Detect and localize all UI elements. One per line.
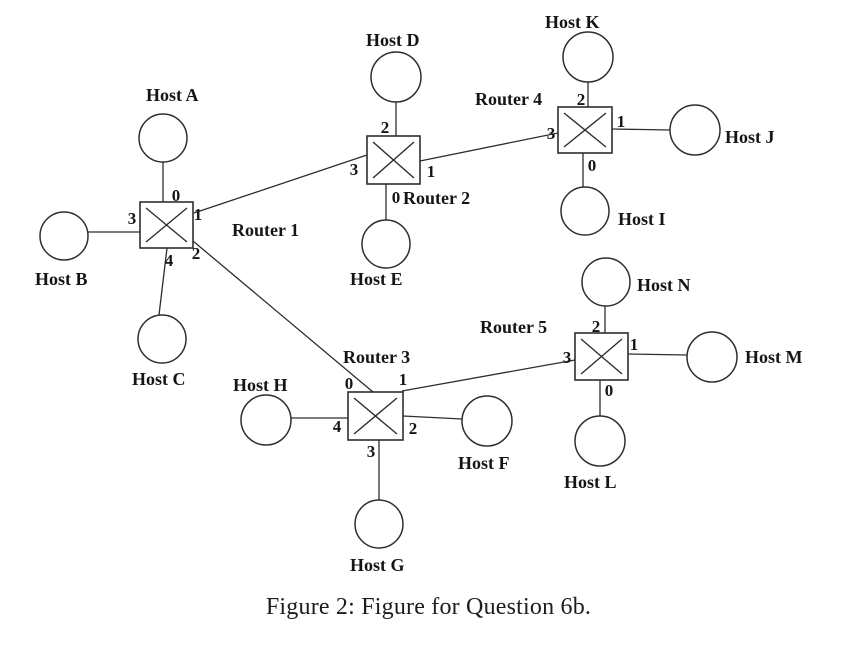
router-3-port-4-label: 4 bbox=[333, 417, 342, 436]
router-4-port-0-label: 0 bbox=[588, 156, 597, 175]
link-router1-router3 bbox=[192, 240, 374, 393]
host-a-circle bbox=[138, 113, 188, 163]
router-1-x-icon bbox=[145, 207, 188, 243]
router-4-x-icon bbox=[563, 112, 607, 148]
router-4-label: Router 4 bbox=[475, 89, 542, 109]
router-5-x-icon bbox=[580, 338, 623, 375]
router-3-port-0-label: 0 bbox=[345, 374, 354, 393]
host-f-label: Host F bbox=[458, 453, 510, 473]
host-k-circle bbox=[562, 31, 614, 83]
host-i-circle bbox=[560, 186, 610, 236]
host-d-label: Host D bbox=[366, 30, 420, 50]
host-h-circle bbox=[240, 394, 292, 446]
host-c-label: Host C bbox=[132, 369, 186, 389]
router-4-port-2-label: 2 bbox=[577, 90, 586, 109]
host-l-circle bbox=[574, 415, 626, 467]
router-1-port-1-label: 1 bbox=[194, 205, 203, 224]
router-2-port-1-label: 1 bbox=[427, 162, 436, 181]
router-4-port-1-label: 1 bbox=[617, 112, 626, 131]
host-n-label: Host N bbox=[637, 275, 691, 295]
router-1-label: Router 1 bbox=[232, 220, 299, 240]
router-2-x-icon bbox=[372, 141, 415, 179]
host-h-label: Host H bbox=[233, 375, 288, 395]
host-g-circle bbox=[354, 499, 404, 549]
router-5-port-0-label: 0 bbox=[605, 381, 614, 400]
host-i-label: Host I bbox=[618, 209, 666, 229]
host-j-label: Host J bbox=[725, 127, 775, 147]
host-n-circle bbox=[581, 257, 631, 307]
router-5-port-1-label: 1 bbox=[630, 335, 639, 354]
host-m-label: Host M bbox=[745, 347, 803, 367]
link-hostj-router4-port1 bbox=[611, 128, 671, 131]
host-c-circle bbox=[137, 314, 187, 364]
router-5-port-2-label: 2 bbox=[592, 317, 601, 336]
router-5-port-3-label: 3 bbox=[563, 348, 572, 367]
host-b-label: Host B bbox=[35, 269, 88, 289]
host-a-label: Host A bbox=[146, 85, 199, 105]
link-router1-router2 bbox=[193, 154, 368, 214]
host-d-circle bbox=[370, 51, 422, 103]
router-3-port-3-label: 3 bbox=[367, 442, 376, 461]
router-3-label: Router 3 bbox=[343, 347, 410, 367]
router-1-port-2-label: 2 bbox=[192, 244, 201, 263]
host-b-circle bbox=[39, 211, 89, 261]
host-e-circle bbox=[361, 219, 411, 269]
host-k-label: Host K bbox=[545, 12, 600, 32]
router-2-port-0-label: 0 bbox=[392, 188, 401, 207]
router-2-port-2-label: 2 bbox=[381, 118, 390, 137]
router-4-port-3-label: 3 bbox=[547, 124, 556, 143]
host-m-circle bbox=[686, 331, 738, 383]
router-3-x-icon bbox=[353, 397, 398, 435]
router-1-port-3-label: 3 bbox=[128, 209, 137, 228]
host-f-circle bbox=[461, 395, 513, 447]
router-3-port-2-label: 2 bbox=[409, 419, 418, 438]
host-g-label: Host G bbox=[350, 555, 405, 575]
link-hostf-router3-port2 bbox=[402, 415, 463, 420]
host-l-label: Host L bbox=[564, 472, 617, 492]
host-j-circle bbox=[669, 104, 721, 156]
link-router3-router5 bbox=[401, 359, 576, 392]
router-5-label: Router 5 bbox=[480, 317, 547, 337]
router-3-port-1-label: 1 bbox=[399, 370, 408, 389]
router-2-port-3-label: 3 bbox=[350, 160, 359, 179]
router-1-port-4-label: 4 bbox=[165, 251, 174, 270]
host-e-label: Host E bbox=[350, 269, 403, 289]
link-hostm-router5-port1 bbox=[627, 353, 688, 356]
router-1-port-0-label: 0 bbox=[172, 186, 181, 205]
link-hostc-router1-port4 bbox=[158, 247, 168, 316]
router-2-label: Router 2 bbox=[403, 188, 470, 208]
figure-caption: Figure 2: Figure for Question 6b. bbox=[265, 594, 592, 620]
link-router2-router4 bbox=[419, 132, 559, 162]
